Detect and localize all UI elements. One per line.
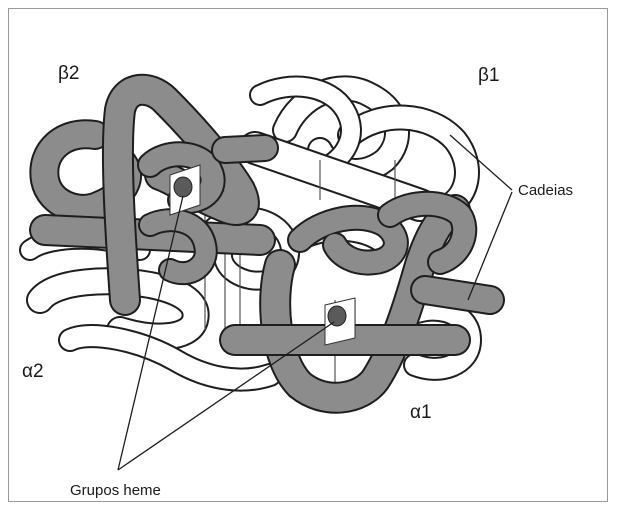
heme-iron-alpha1 xyxy=(327,305,347,327)
pointer-cadeias-a xyxy=(449,134,513,191)
pointer-heme-alpha1 xyxy=(117,321,335,471)
label-grupos-heme: Grupos heme xyxy=(70,482,161,499)
pointer-heme-beta2 xyxy=(117,195,184,471)
heme-iron-beta2 xyxy=(173,176,193,198)
pointer-cadeias-b xyxy=(467,191,513,301)
label-cadeias: Cadeias xyxy=(518,182,574,199)
label-beta1: β1 xyxy=(478,65,500,86)
heme-groups xyxy=(169,164,356,346)
pointer-lines xyxy=(117,134,513,471)
label-alpha2: α2 xyxy=(22,361,44,382)
label-beta2: β2 xyxy=(58,63,80,84)
label-alpha1: α1 xyxy=(410,402,432,423)
gray-chains xyxy=(29,73,505,414)
